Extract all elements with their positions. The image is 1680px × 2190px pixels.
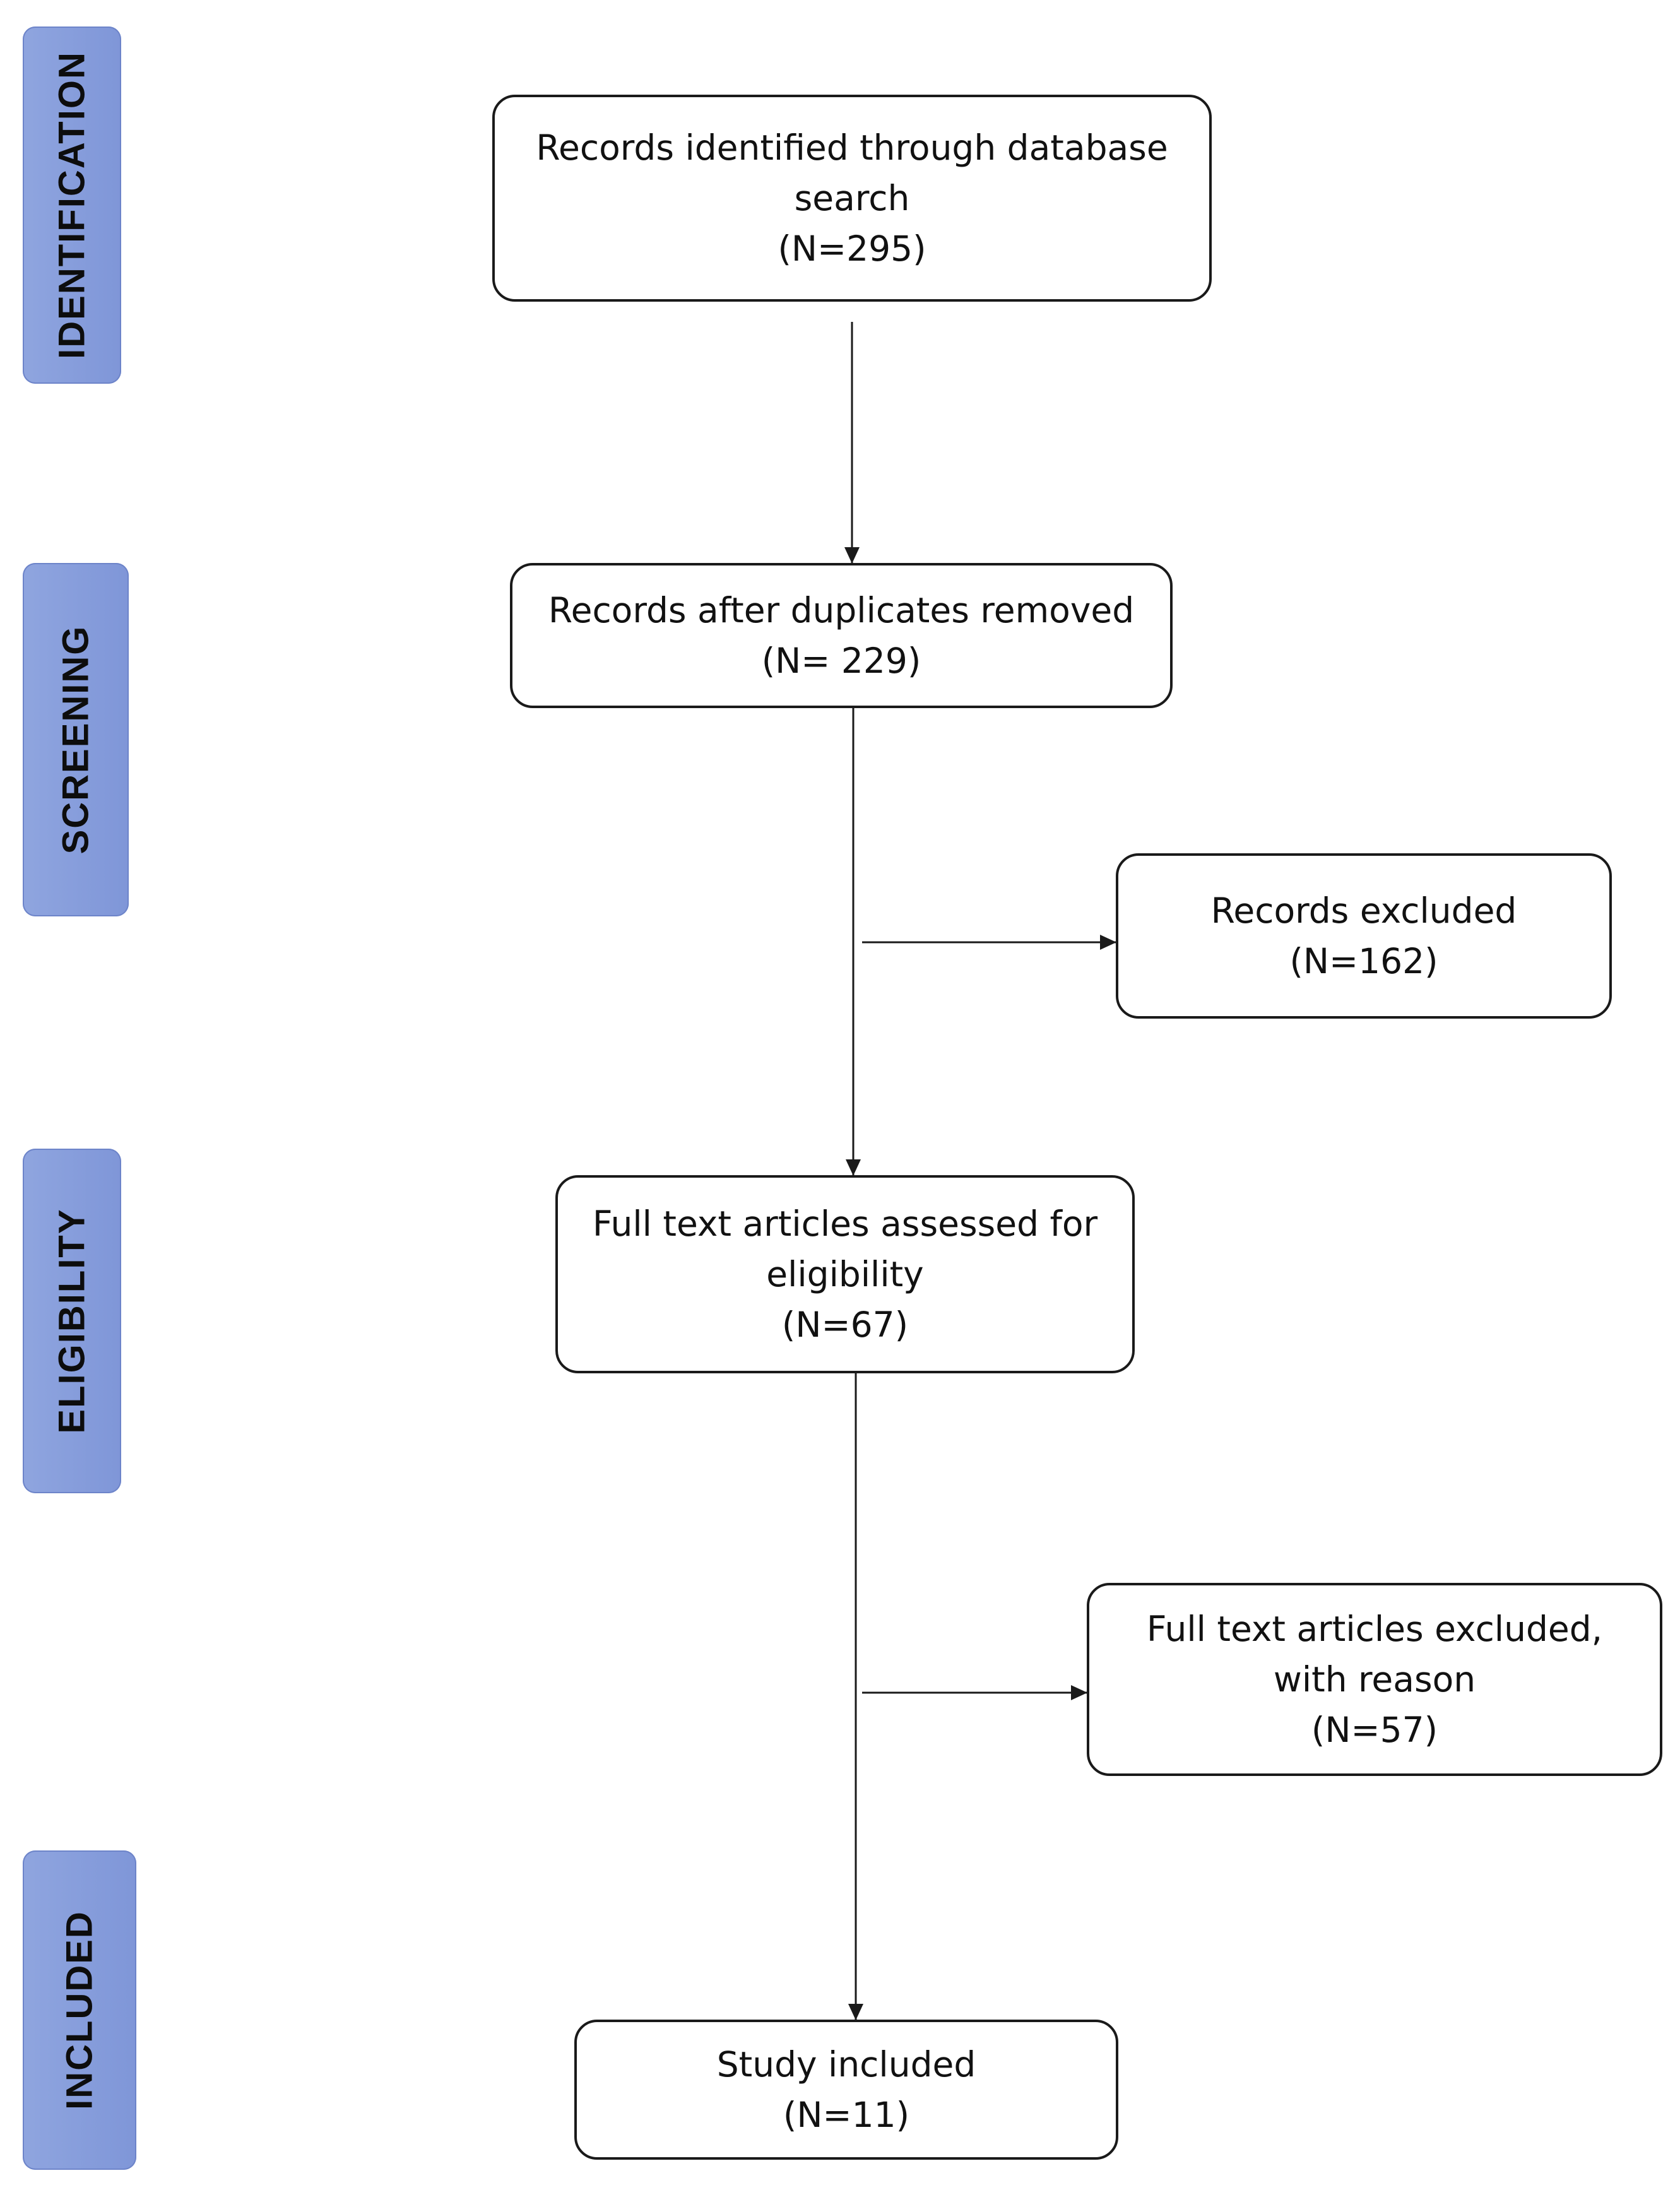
box-records-identified-line2: search bbox=[794, 178, 910, 218]
phase-identification: IDENTIFICATION bbox=[23, 27, 121, 384]
box-full-text-assessed: Full text articles assessed for eligibil… bbox=[555, 1175, 1135, 1373]
box-study-included: Study included (N=11) bbox=[574, 2020, 1118, 2160]
box-full-text-excluded-line2: with reason bbox=[1273, 1659, 1476, 1700]
box-full-text-assessed-line1: Full text articles assessed for bbox=[592, 1204, 1098, 1244]
box-full-text-excluded: Full text articles excluded, with reason… bbox=[1087, 1583, 1662, 1776]
box-full-text-excluded-count: (N=57) bbox=[1311, 1710, 1438, 1750]
box-full-text-assessed-count: (N=67) bbox=[781, 1305, 909, 1345]
box-after-duplicates-count: (N= 229) bbox=[761, 641, 921, 681]
phase-eligibility: ELIGIBILITY bbox=[23, 1149, 121, 1493]
box-records-identified-line1: Records identified through database bbox=[536, 127, 1168, 168]
box-records-excluded-count: (N=162) bbox=[1289, 941, 1438, 981]
phase-included: INCLUDED bbox=[23, 1850, 136, 2170]
box-study-included-line1: Study included bbox=[716, 2044, 976, 2085]
box-full-text-assessed-line2: eligibility bbox=[766, 1254, 924, 1294]
box-full-text-excluded-line1: Full text articles excluded, bbox=[1146, 1609, 1603, 1649]
phase-screening: SCREENING bbox=[23, 563, 129, 916]
box-records-identified: Records identified through database sear… bbox=[492, 95, 1212, 302]
box-records-excluded: Records excluded (N=162) bbox=[1116, 853, 1612, 1019]
box-after-duplicates-line1: Records after duplicates removed bbox=[548, 590, 1135, 630]
box-records-after-duplicates: Records after duplicates removed (N= 229… bbox=[510, 563, 1173, 708]
box-records-identified-count: (N=295) bbox=[778, 228, 926, 269]
box-study-included-count: (N=11) bbox=[783, 2095, 910, 2135]
box-records-excluded-line1: Records excluded bbox=[1210, 891, 1517, 931]
